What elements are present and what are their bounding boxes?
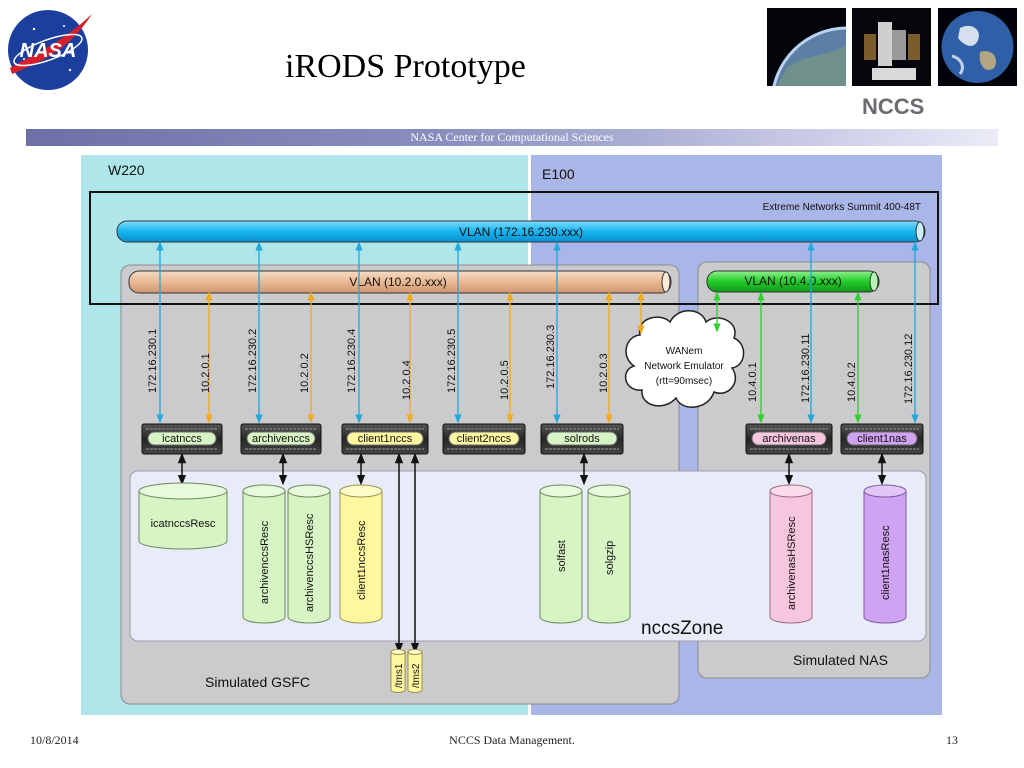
resource-archivenccsResc: archivenccsResc [242, 484, 286, 624]
nasa-logo-text: NASA [20, 40, 77, 62]
resource-label: archivenccsHSResc [304, 513, 316, 612]
vlan-nas-pipe: VLAN (10.4.0.xxx) [706, 270, 880, 293]
vlan-main-pipe: VLAN (172.16.230.xxx) [116, 220, 926, 243]
tmp-disk-tms1: /tms1 [390, 649, 406, 693]
earth-globe-photo [938, 8, 1017, 86]
header-bar: NASA Center for Computational Sciences [26, 129, 998, 146]
resource-icatnccsResc: icatnccsResc [138, 482, 228, 550]
tmp-label: /tms1 [394, 663, 405, 688]
server-label: client1nccs [358, 433, 413, 445]
nccs-wordmark: NCCS [862, 94, 925, 119]
simulated-nas-label: Simulated NAS [793, 652, 888, 668]
server-archivenas: archivenas [745, 423, 833, 455]
ip-label: 172.16.230.2 [247, 329, 259, 393]
ip-label: 10.2.0.2 [299, 353, 311, 393]
resource-label: client1nccsResc [356, 520, 368, 600]
switch-label: Extreme Networks Summit 400-48T [763, 202, 921, 213]
resource-archivenasHSResc: archivenasHSResc [769, 484, 813, 624]
zone-label: nccsZone [641, 618, 723, 639]
ip-label: 172.16.230.5 [446, 329, 458, 393]
server-label: archivenas [762, 433, 816, 445]
slide-title: iRODS Prototype [285, 48, 526, 85]
server-label: archivenccs [252, 433, 311, 445]
resource-client1nccsResc: client1nccsResc [339, 484, 383, 624]
simulated-gsfc-label: Simulated GSFC [205, 674, 310, 690]
ip-label: 172.16.230.11 [800, 333, 812, 403]
wanem-cloud: WANem Network Emulator (rtt=90msec) [624, 310, 745, 408]
ip-label: 172.16.230.4 [346, 329, 358, 393]
earth-limb-photo [767, 8, 846, 86]
vlan-gsfc-label: VLAN (10.2.0.xxx) [349, 275, 446, 289]
server-archivenccs: archivenccs [240, 423, 322, 455]
ip-label: 172.16.230.12 [903, 334, 915, 404]
vlan-gsfc-pipe: VLAN (10.2.0.xxx) [128, 270, 672, 294]
resource-archivenccsHSResc: archivenccsHSResc [287, 484, 331, 624]
wanem-line-3: (rtt=90msec) [656, 376, 712, 387]
footer-date: 10/8/2014 [30, 733, 79, 747]
room-w220-label: W220 [108, 162, 145, 178]
ip-label: 10.2.0.4 [401, 360, 413, 400]
resource-label: archivenasHSResc [786, 516, 798, 610]
resource-solgzip: solgzip [587, 484, 631, 624]
footer-page-number: 13 [946, 733, 958, 747]
tmp-label: /tms2 [411, 663, 422, 688]
switch-box [89, 191, 939, 305]
ip-label: 172.16.230.3 [545, 325, 557, 389]
resource-solfast: solfast [539, 484, 583, 624]
ip-label: 10.4.0.2 [846, 362, 858, 402]
ip-label: 10.2.0.3 [598, 353, 610, 393]
resource-label: solfast [556, 540, 568, 572]
server-label: solrods [564, 433, 600, 445]
server-client1nas: client1nas [840, 423, 924, 455]
resource-label: solgzip [604, 541, 616, 575]
server-client2nccs: client2nccs [442, 423, 526, 455]
ip-label: 10.4.0.1 [747, 362, 759, 402]
room-e100-label: E100 [542, 166, 575, 182]
vlan-nas-label: VLAN (10.4.0.xxx) [744, 274, 841, 288]
ip-label: 172.16.230.1 [147, 329, 159, 393]
resource-label: client1nasResc [880, 525, 892, 600]
header-text: NASA Center for Computational Sciences [410, 130, 614, 144]
ip-label: 10.2.0.5 [499, 360, 511, 400]
resource-label: archivenccsResc [259, 520, 271, 604]
resource-label: icatnccsResc [151, 518, 216, 530]
tmp-disk-tms2: /tms2 [407, 649, 423, 693]
ip-label: 10.2.0.1 [200, 353, 212, 393]
footer-title: NCCS Data Management. [449, 733, 575, 747]
wanem-line-1: WANem [666, 346, 703, 357]
server-label: icatnccs [162, 433, 202, 445]
wanem-line-2: Network Emulator [644, 361, 724, 372]
resource-client1nasResc: client1nasResc [863, 484, 907, 624]
server-icatnccs: icatnccs [141, 423, 223, 455]
hubble-telescope-photo [852, 8, 931, 86]
server-label: client2nccs [457, 433, 512, 445]
server-solrods: solrods [540, 423, 624, 455]
vlan-main-label: VLAN (172.16.230.xxx) [459, 225, 583, 239]
server-label: client1nas [857, 433, 907, 445]
nasa-logo: NASA [8, 10, 92, 90]
server-client1nccs: client1nccs [341, 423, 429, 455]
